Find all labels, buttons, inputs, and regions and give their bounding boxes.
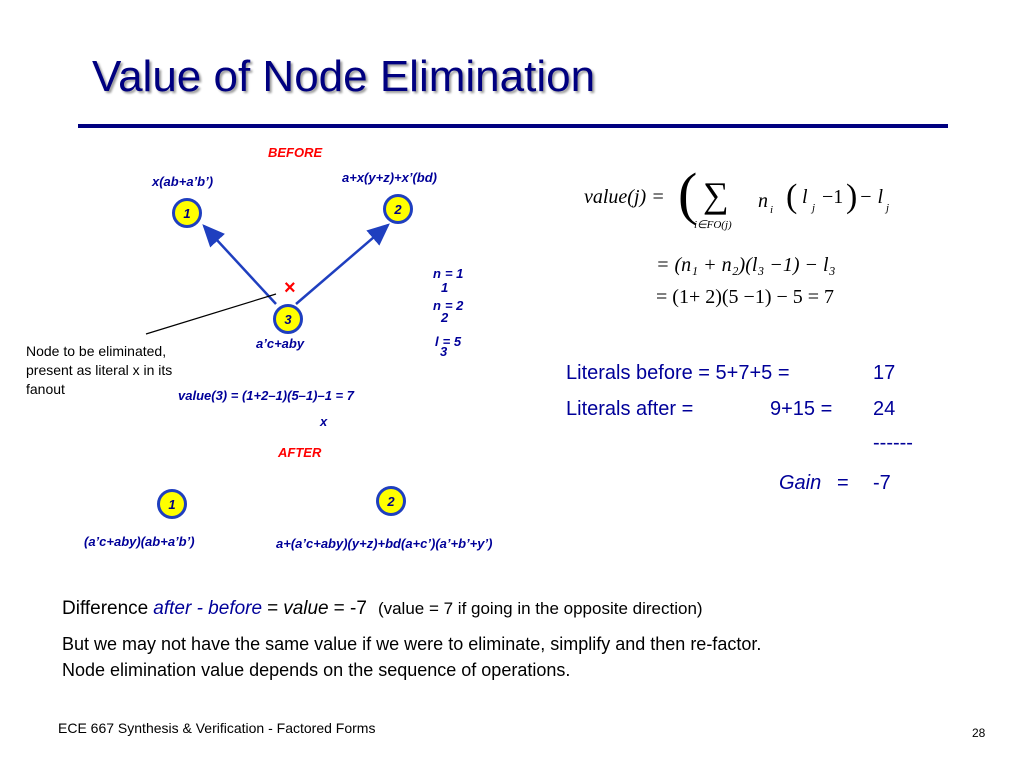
gain-value: -7 (873, 472, 891, 494)
formula-inner-paren-close: ) (846, 178, 858, 215)
param-n1-symbol: n (433, 266, 441, 281)
difference-value: value (283, 598, 329, 619)
param-n2-subscript: 2 (441, 310, 449, 325)
body-line-3: Node elimination value depends on the se… (62, 660, 571, 680)
node1-after-expr: (a’c+aby)(ab+a’b’) (84, 534, 195, 549)
literals-after-label: Literals after = (566, 398, 694, 420)
edge-3-to-2 (295, 223, 390, 305)
node2-before: 2 (383, 194, 413, 224)
param-n1-value: = 1 (444, 266, 464, 281)
literals-before-label: Literals before = 5+7+5 = (566, 362, 790, 384)
formula-line3: = (1+ 2)(5 −1) − 5 = 7 (656, 286, 835, 308)
param-n1-subscript: 1 (441, 280, 449, 295)
value3-x-literal: x (320, 414, 328, 429)
literals-after-expr: 9+15 = (770, 398, 833, 420)
node3-before-expr: a’c+aby (256, 336, 305, 351)
node2-before-expr: a+x(y+z)+x’(bd) (342, 170, 438, 185)
param-n2-symbol: n (433, 298, 441, 313)
elimination-annotation: Node to be eliminated, present as litera… (26, 343, 173, 397)
annotation-pointer (145, 293, 277, 335)
param-l3-symbol: l (435, 334, 439, 349)
formula-mid-subscript: j (812, 202, 816, 214)
node3-before: 3 (273, 304, 303, 334)
difference-note: (value = 7 if going in the opposite dire… (377, 599, 703, 618)
after-label: AFTER (278, 445, 322, 460)
literals-after-value: 24 (873, 398, 896, 420)
formula-term-subscript: i (770, 204, 774, 216)
before-label: BEFORE (268, 145, 323, 160)
gain-equals: = (837, 472, 849, 494)
formula-mid: l (802, 186, 808, 208)
param-n1: n= 1 (433, 266, 463, 281)
node2-after-expr: a+(a’c+aby)(y+z)+bd(a+c’)(a’+b’+y’) (276, 536, 493, 551)
node2-after: 2 (376, 486, 406, 516)
difference-line: Difference after - before = value = -7 (… (62, 598, 703, 620)
body-line-2: But we may not have the same value if we… (62, 634, 762, 654)
formula-lhs: value(j) = (584, 186, 665, 208)
formula-inner-paren-open: ( (786, 178, 798, 215)
slide-title: Value of Node Elimination (92, 52, 596, 101)
param-n2: n= 2 (433, 298, 463, 313)
param-l3-value: = 5 (442, 334, 462, 349)
node1-before: 1 (172, 198, 202, 228)
title-underline (78, 124, 948, 128)
formula-minus-l-subscript: j (886, 202, 890, 214)
edge-3-to-1 (202, 224, 277, 305)
param-l3: l= 5 (435, 334, 461, 349)
footer-course: ECE 667 Synthesis & Verification - Facto… (58, 720, 376, 736)
param-n2-value: = 2 (444, 298, 464, 313)
formula-paren-open: ( (678, 161, 698, 226)
value-formula: value(j) = ( ∑ i∈FO(j) n i ( l j −1 ) − … (584, 160, 914, 240)
difference-eq1: = (267, 598, 279, 619)
param-l3-subscript: 3 (440, 344, 448, 359)
formula-sum-subscript: i∈FO(j) (694, 219, 732, 231)
node1-before-expr: x(ab+a’b’) (152, 174, 214, 189)
difference-expr: after - before (153, 598, 263, 619)
elimination-cross-icon: × (284, 277, 296, 299)
node1-after: 1 (157, 489, 187, 519)
difference-prefix: Difference (62, 598, 149, 619)
sum-symbol-icon: ∑ (703, 175, 729, 215)
value3-equation: value(3) = (1+2–1)(5–1)–1 = 7 (178, 388, 354, 403)
formula-minus-l: − l (859, 186, 884, 208)
literals-dashes: ------ (873, 432, 913, 454)
formula-line2: = (n₁ + n₂)(l₃ −1) − l₃ (656, 254, 836, 276)
difference-eq2: = -7 (333, 598, 367, 619)
formula-tail: −1 (822, 186, 844, 208)
literals-before-value: 17 (873, 362, 896, 384)
formula-term: n (758, 190, 768, 212)
gain-label: Gain (779, 472, 822, 494)
page-number: 28 (972, 726, 986, 740)
